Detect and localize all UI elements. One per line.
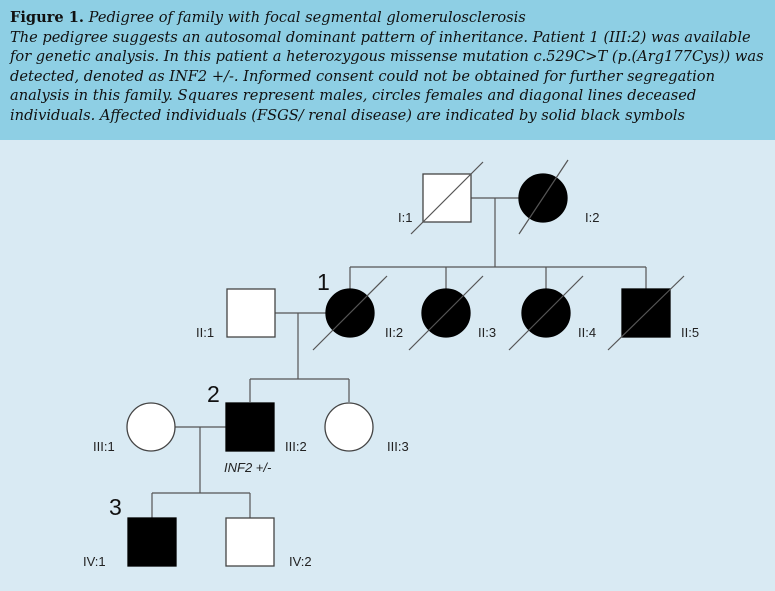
label-II-5: II:5 [681,325,699,340]
individual-II-1-square [226,288,276,338]
label-III-2: III:2 [285,439,307,454]
label-III-1: III:1 [93,439,115,454]
label-II-1: II:1 [196,325,214,340]
proband-marker-1: 1 [317,269,330,295]
genotype-label-III-2: INF2 +/- [224,460,272,475]
label-I-2: I:2 [585,210,599,225]
individual-III-1-circle [126,402,176,452]
label-IV-1: IV:1 [83,554,106,569]
label-II-2: II:2 [385,325,403,340]
individual-IV-2-square [225,517,275,567]
individual-III-3-circle [324,402,374,452]
deceased-slash-II-5 [607,275,685,351]
deceased-slash-I-2 [518,159,569,235]
proband-marker-3: 3 [109,494,122,520]
pedigree-chart: I:1 I:2 II:1 1 II:2 II:3 II:4 II:5 III:1… [83,159,699,569]
figure-description: The pedigree suggests an autosomal domin… [10,28,764,124]
label-III-3: III:3 [387,439,409,454]
individual-IV-1-square [127,517,177,567]
proband-marker-2: 2 [207,381,220,407]
deceased-slash-I-1 [410,161,484,235]
figure-label: Figure 1. [10,9,85,26]
label-IV-2: IV:2 [289,554,312,569]
figure-caption: Figure 1. Pedigree of family with focal … [0,0,775,140]
deceased-slash-II-4 [508,275,584,351]
label-II-4: II:4 [578,325,596,340]
individual-III-2-square [225,402,275,452]
deceased-slash-II-2 [312,275,388,351]
label-II-3: II:3 [478,325,496,340]
deceased-slash-II-3 [408,275,484,351]
figure-title: Pedigree of family with focal segmental … [88,9,526,26]
label-I-1: I:1 [398,210,412,225]
